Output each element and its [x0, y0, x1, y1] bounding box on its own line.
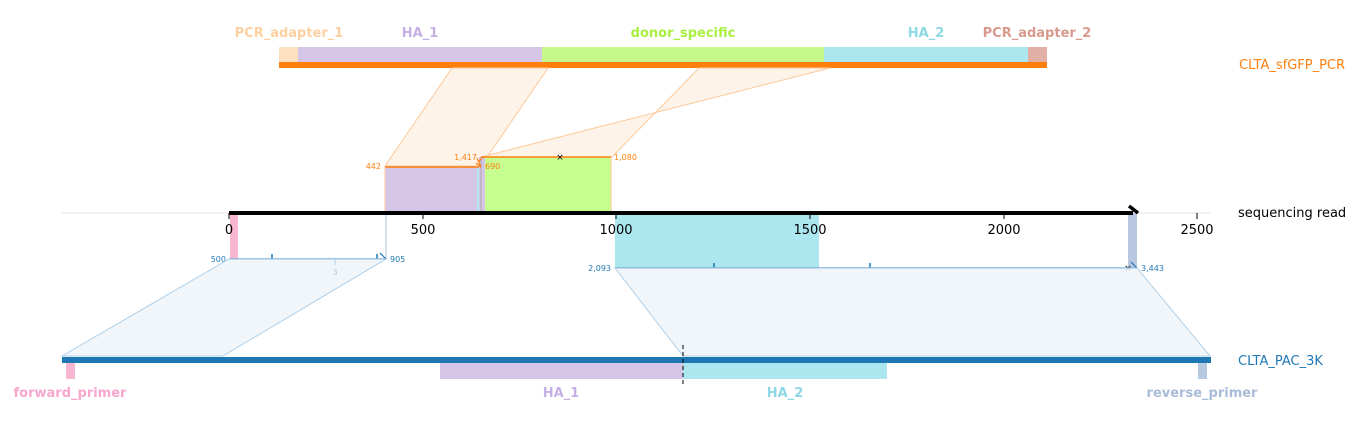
- bottom-feature-forward-primer: [66, 363, 75, 379]
- read-axis-tick-label-1500: 1500: [793, 223, 826, 238]
- top-reference: PCR_adapter_1 HA_1 donor_specific HA_2 P…: [235, 26, 1345, 73]
- bottom-align-b-primer-fill: [1128, 213, 1137, 268]
- top-align-a-start-label: 442: [366, 162, 381, 171]
- top-align-mismatch-marker: ×: [556, 153, 564, 163]
- top-reference-name: CLTA_sfGFP_PCR: [1239, 58, 1345, 73]
- bottom-align-a-start-label: 500: [211, 255, 226, 264]
- top-feature-ha-2: [824, 47, 1028, 62]
- top-align-b-end-label: 1,080: [614, 153, 637, 162]
- bottom-feature-ha-2: [683, 363, 887, 379]
- bottom-align-b-end-label: 3,443: [1141, 264, 1164, 273]
- bottom-reference: forward_primer HA_1 HA_2 reverse_primer …: [14, 345, 1323, 401]
- read-axis-tick-label-2500: 2500: [1180, 223, 1213, 238]
- bottom-reference-name: CLTA_PAC_3K: [1238, 354, 1323, 369]
- read-name: sequencing read: [1238, 206, 1346, 221]
- top-feature-donor-specific: [542, 47, 824, 62]
- top-alignment-links: [384, 67, 831, 167]
- bottom-feature-label-forward-primer: forward_primer: [14, 386, 128, 401]
- top-align-b-ha1-fill: [479, 157, 485, 213]
- bottom-align-b-start-label: 2,093: [588, 264, 611, 273]
- top-align-a-ha1-fill: [385, 167, 477, 213]
- bottom-align-a-end-label: 905: [390, 255, 405, 264]
- read-axis-tick-label-0: 0: [225, 223, 233, 238]
- top-feature-ha-1: [298, 47, 542, 62]
- read-arrow-head: [1127, 204, 1140, 215]
- top-align-arrow-b: [477, 156, 484, 163]
- top-align-b-start-label: 1,417: [454, 153, 477, 162]
- top-reference-bar: [279, 62, 1047, 68]
- bottom-align-a-arrow: [379, 252, 387, 260]
- read-axis-tick-label-2000: 2000: [987, 223, 1020, 238]
- read-axis-tick-label-500: 500: [411, 223, 436, 238]
- top-feature-label-pcr-adapter-1: PCR_adapter_1: [235, 26, 344, 41]
- bottom-feature-label-ha-1: HA_1: [543, 386, 580, 401]
- top-feature-label-ha-2: HA_2: [908, 26, 945, 41]
- read-axis-tick-label-1000: 1000: [599, 223, 632, 238]
- bottom-feature-label-ha-2: HA_2: [767, 386, 804, 401]
- top-feature-label-pcr-adapter-2: PCR_adapter_2: [983, 26, 1092, 41]
- bottom-align-a-primer-fill: [230, 213, 238, 259]
- read-axis: 0 500 1000 1500 2000 2500 sequencing rea…: [62, 204, 1346, 238]
- bottom-reference-bar: [62, 357, 1211, 363]
- top-feature-label-donor-specific: donor_specific: [631, 26, 736, 41]
- bottom-link-a: [60, 258, 388, 357]
- top-alignments: × 442 690 1,417 1,080: [366, 153, 637, 213]
- bottom-feature-reverse-primer: [1198, 363, 1207, 379]
- top-align-b-fill: [485, 157, 611, 213]
- bottom-align-b-ha2-fill: [615, 213, 819, 268]
- top-feature-label-ha-1: HA_1: [402, 26, 439, 41]
- top-feature-pcr-adapter-1: [279, 47, 298, 62]
- bottom-link-b: [613, 267, 1212, 357]
- top-feature-pcr-adapter-2: [1028, 47, 1047, 62]
- top-align-a-end-label: 690: [485, 162, 500, 171]
- bottom-align-b-arrow: [1130, 261, 1138, 269]
- bottom-feature-ha-1: [440, 363, 683, 379]
- bottom-feature-label-reverse-primer: reverse_primer: [1147, 386, 1259, 401]
- bottom-alignment-links: [60, 258, 1212, 357]
